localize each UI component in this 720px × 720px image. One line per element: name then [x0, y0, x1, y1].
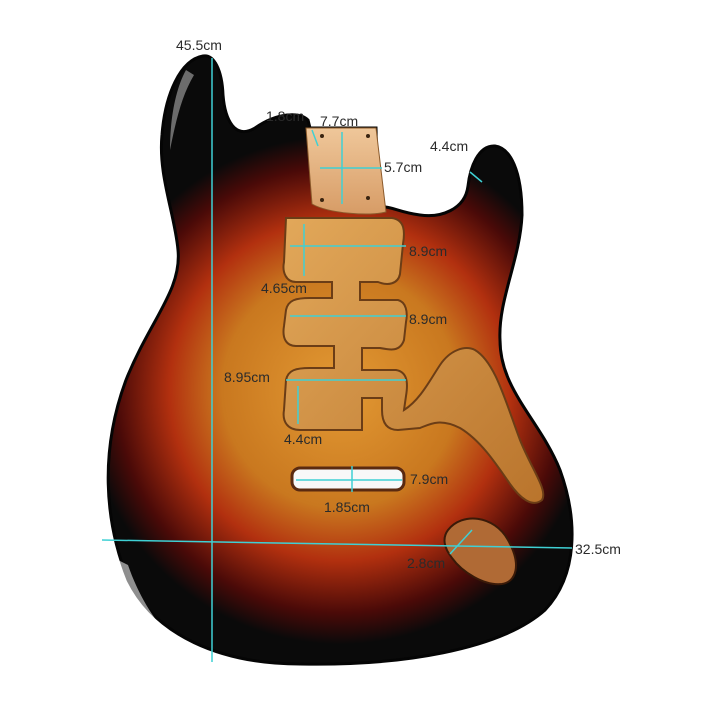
neck-screw-hole — [320, 134, 324, 138]
measurement-lines — [101, 58, 573, 662]
horn-gap-line — [469, 171, 483, 183]
bridge-slot-width-label: 1.85cm — [324, 499, 370, 515]
neck-pocket-length-label: 7.7cm — [320, 113, 359, 129]
gloss-highlight-horn — [170, 70, 194, 150]
bridge-pickup-length-label: 8.95cm — [224, 369, 270, 385]
output-jack — [443, 517, 517, 586]
neck-pocket-depth-line — [311, 129, 319, 147]
horn-gap-label: 4.4cm — [430, 138, 469, 154]
bridge-slot — [290, 466, 406, 492]
neck-screw-hole — [366, 196, 370, 200]
neck-pocket-width-label: 5.7cm — [384, 159, 423, 175]
neck-screw-hole — [320, 198, 324, 202]
body-width-label: 32.5cm — [575, 541, 621, 557]
neck-pickup-width-label: 4.65cm — [261, 280, 307, 296]
body-length-label: 45.5cm — [176, 37, 222, 53]
neck-pocket — [305, 127, 387, 215]
gloss-highlight — [118, 560, 180, 645]
neck-pocket-depth-label: 1.8cm — [266, 108, 305, 124]
middle-pickup-length-label: 8.9cm — [409, 311, 448, 327]
bridge-slot-length-label: 7.9cm — [410, 471, 449, 487]
neck-screw-hole — [366, 134, 370, 138]
body-width-line — [101, 539, 573, 549]
bridge-pickup-width-label: 4.4cm — [284, 431, 323, 447]
neck-pickup-length-label: 8.9cm — [409, 243, 448, 259]
jack-length-line — [449, 529, 473, 555]
pickup-routing-cavity — [282, 217, 545, 504]
jack-length-label: 2.8cm — [407, 555, 446, 571]
